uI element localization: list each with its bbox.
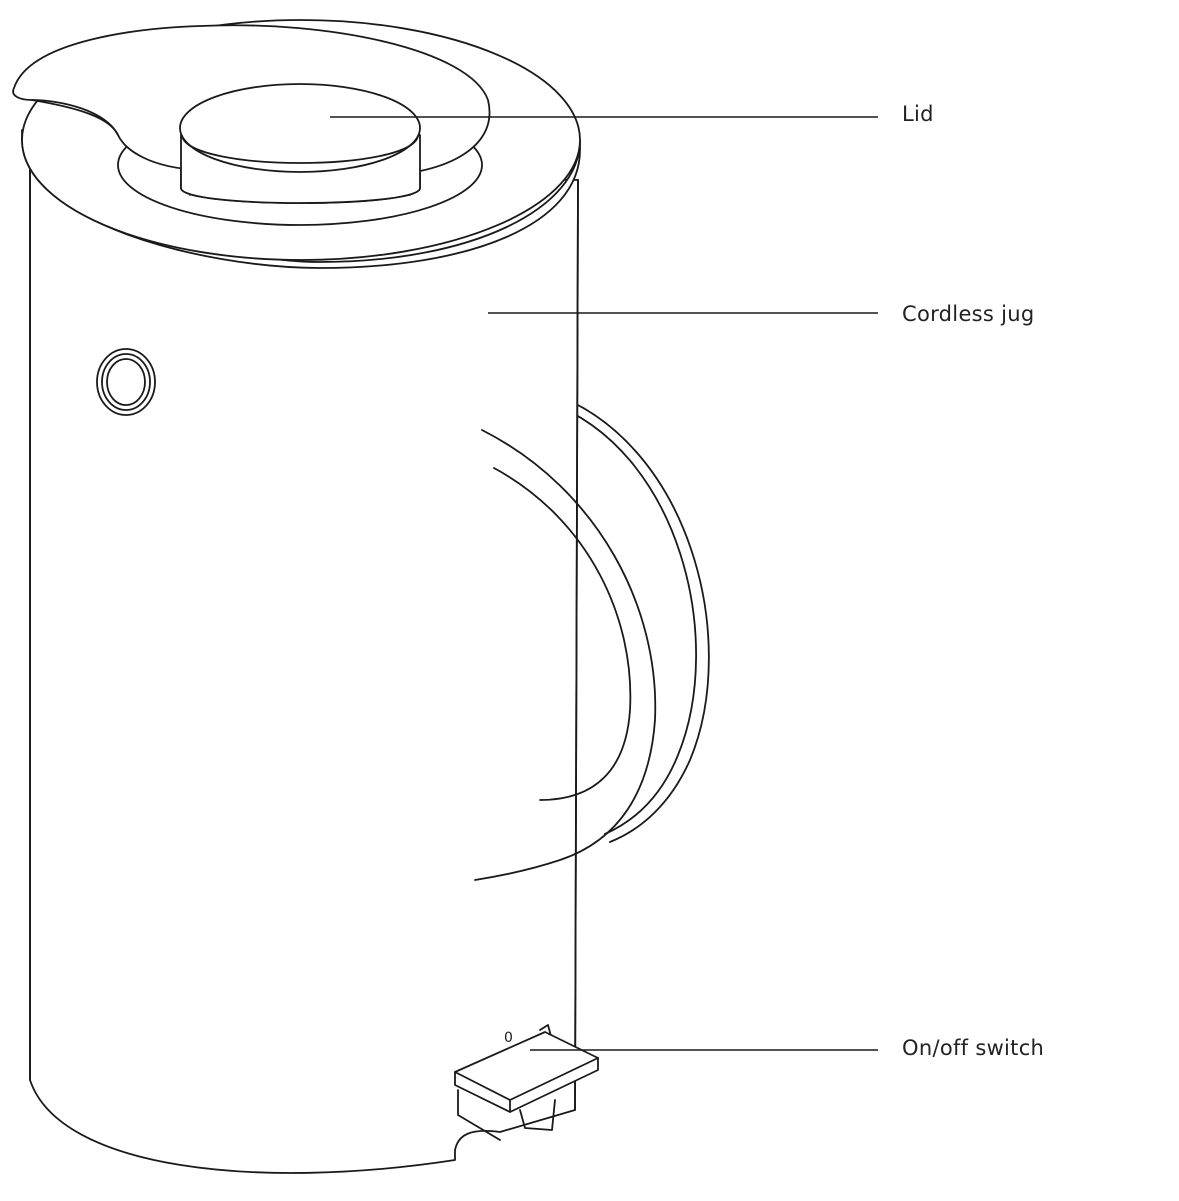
cordless-jug-label: Cordless jug <box>902 302 1035 326</box>
indicator-light <box>96 348 156 416</box>
jug-body <box>29 169 579 1174</box>
lid <box>12 19 581 269</box>
switch-marking-text: 0 <box>504 1030 513 1046</box>
on-off-switch: 0 <box>454 1024 599 1141</box>
lid-label: Lid <box>902 102 934 126</box>
on-off-switch-label: On/off switch <box>902 1036 1044 1060</box>
handle <box>547 391 710 843</box>
handle-grip <box>474 429 657 881</box>
